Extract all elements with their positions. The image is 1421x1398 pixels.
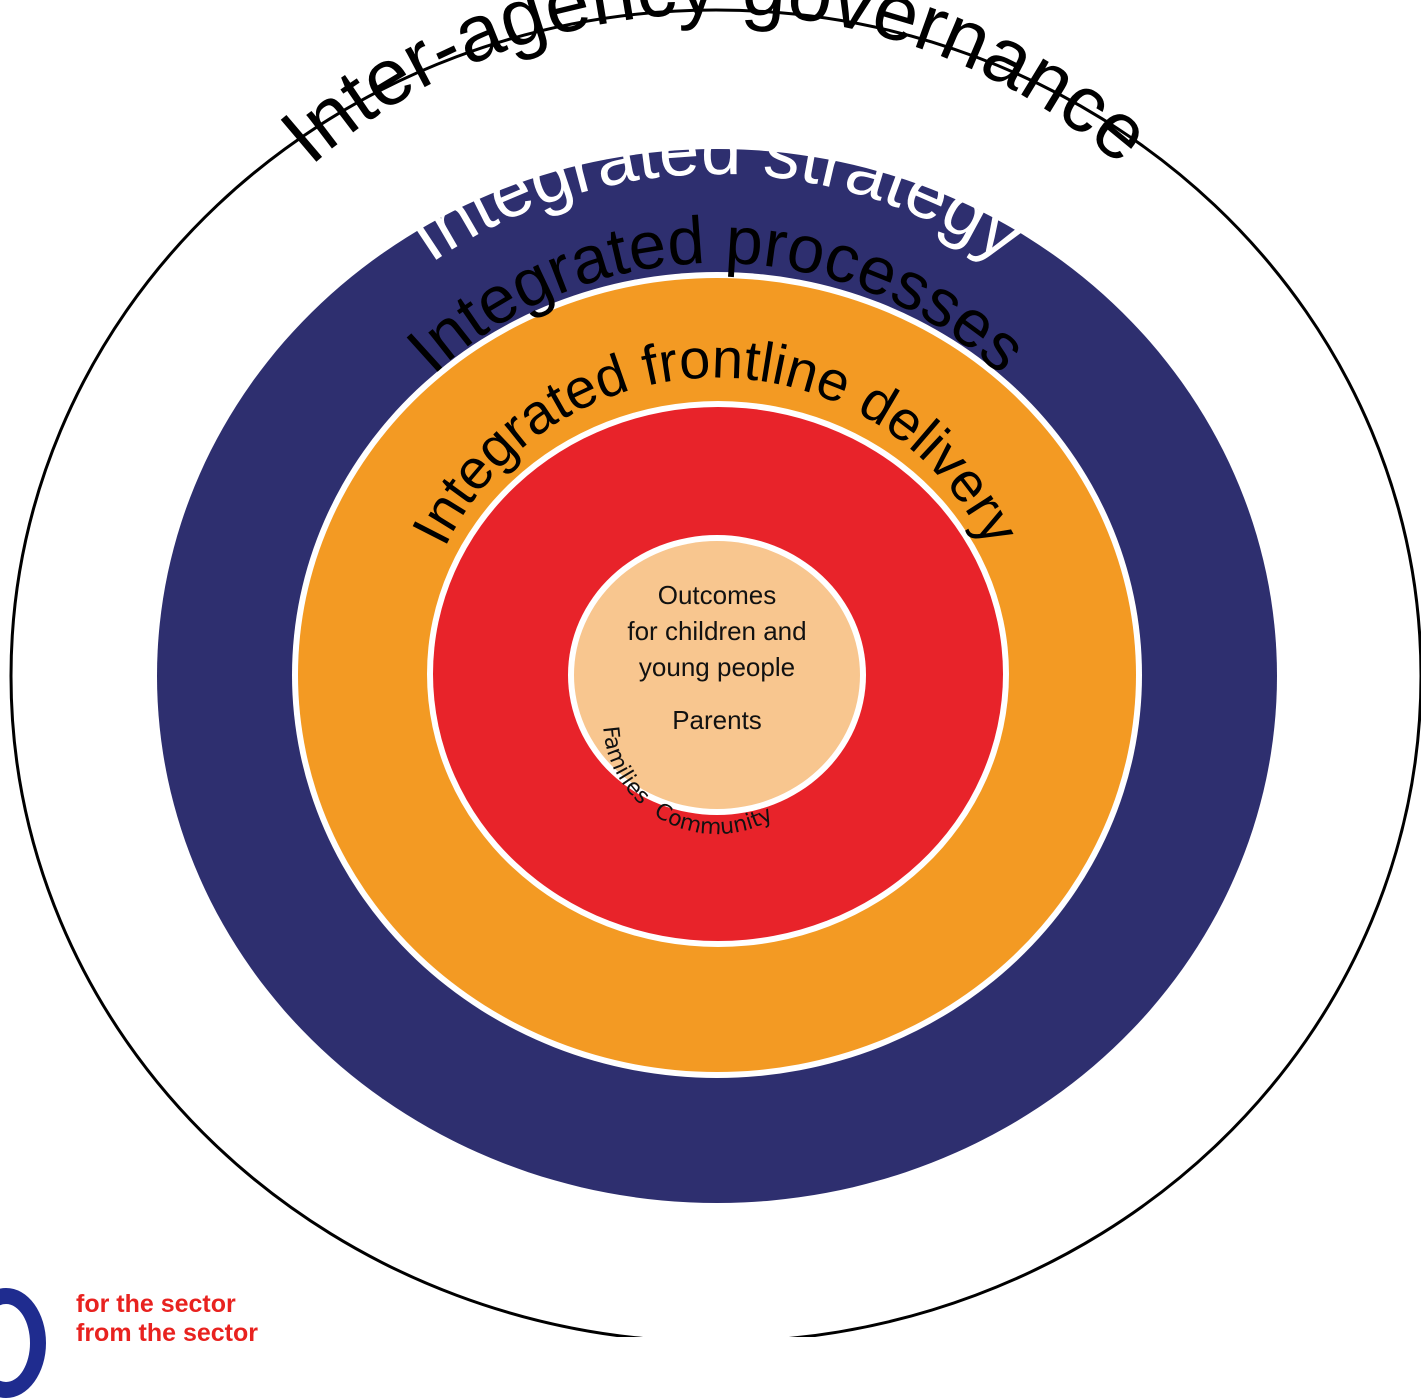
core-circle xyxy=(574,541,860,809)
core-outcomes-line-1: Outcomes xyxy=(658,580,777,610)
footer-line-1: for the sector xyxy=(76,1290,236,1318)
core-outcomes-line-3: young people xyxy=(639,652,795,682)
concentric-rings-diagram: Inter-agency governance Integrated strat… xyxy=(9,0,1421,1344)
core-outcomes-line-2: for children and xyxy=(627,616,806,646)
footer-line-2: from the sector xyxy=(76,1319,258,1347)
footer-tagline: for the sector from the sector xyxy=(76,1290,258,1348)
core-parents: Parents xyxy=(672,705,762,735)
